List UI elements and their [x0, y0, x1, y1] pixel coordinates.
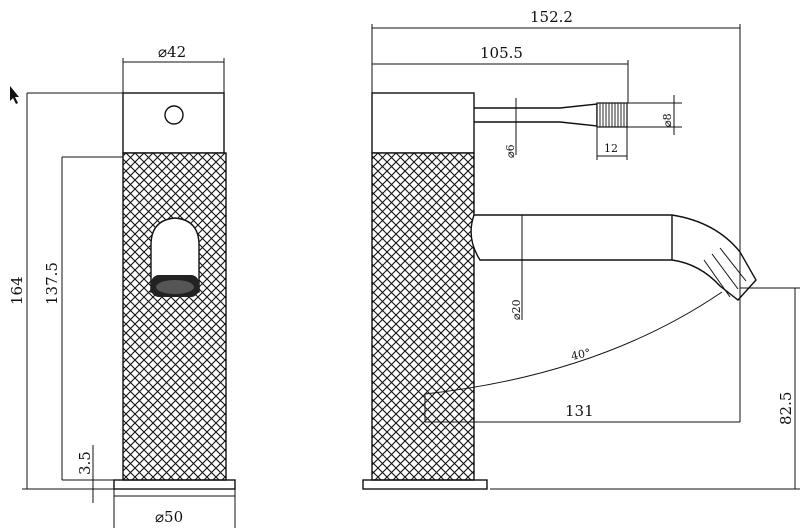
side-base-plate	[362, 479, 488, 490]
front-base-plate	[113, 479, 236, 490]
dim-lever-diameter: ⌀6	[504, 144, 517, 158]
dim-lever-length: 105.5	[480, 44, 523, 62]
dim-front-base-diameter: ⌀50	[155, 508, 183, 526]
dim-spout-angle: 40°	[570, 346, 592, 363]
dim-spout-reach: 131	[565, 402, 594, 420]
front-handle-hole	[164, 105, 184, 125]
dim-knurl-length: 12	[604, 142, 618, 155]
dim-body-height: 137.5	[43, 262, 61, 305]
cursor-icon	[10, 86, 19, 104]
dim-base-height: 3.5	[76, 451, 94, 475]
side-spout	[470, 214, 757, 301]
dim-overall-depth: 152.2	[530, 8, 573, 26]
front-knurled-body	[122, 152, 227, 481]
dim-spout-diameter: ⌀20	[510, 299, 523, 320]
dim-knurl-diameter: ⌀8	[661, 113, 674, 127]
side-view: 152.2 105.5 ⌀6 ⌀8 12 ⌀20 40° 131 82.5	[362, 8, 800, 490]
side-handle-block	[371, 92, 475, 154]
side-knurled-body	[371, 152, 475, 481]
side-lever-knurl-lines	[599, 103, 625, 127]
dim-spout-height: 82.5	[777, 392, 795, 425]
front-view: ⌀42 ⌀50 164 137.5 3.5	[8, 43, 236, 528]
front-handle-block	[122, 92, 225, 154]
front-aerator-mesh	[156, 280, 194, 294]
front-spout-outlet	[150, 217, 200, 293]
dim-front-top-diameter: ⌀42	[158, 43, 186, 61]
dim-total-height: 164	[8, 276, 26, 305]
